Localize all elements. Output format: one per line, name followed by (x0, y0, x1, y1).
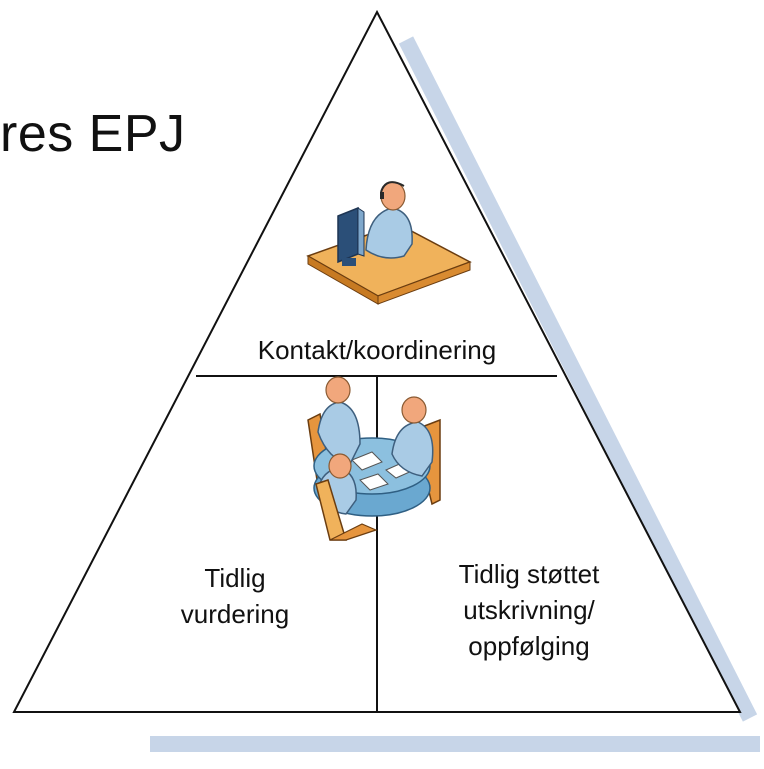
early-discharge-line-1: Tidlig støttet (458, 559, 600, 589)
triangle-shadow (150, 36, 760, 752)
section-label-contact: Kontakt/koordinering (227, 332, 527, 368)
section-label-early-assessment: Tidlig vurdering (160, 560, 310, 632)
page-title: res EPJ (0, 105, 186, 163)
early-discharge-line-3: oppfølging (468, 631, 590, 661)
early-assessment-line-1: Tidlig (204, 563, 266, 593)
early-discharge-line-2: utskrivning/ (463, 595, 595, 625)
contact-label-text: Kontakt/koordinering (257, 335, 497, 365)
early-assessment-line-2: vurdering (180, 599, 290, 629)
call-center-operator-icon (306, 181, 472, 305)
team-meeting-icon (307, 376, 441, 541)
section-label-early-discharge: Tidlig støttet utskrivning/ oppfølging (424, 556, 634, 664)
